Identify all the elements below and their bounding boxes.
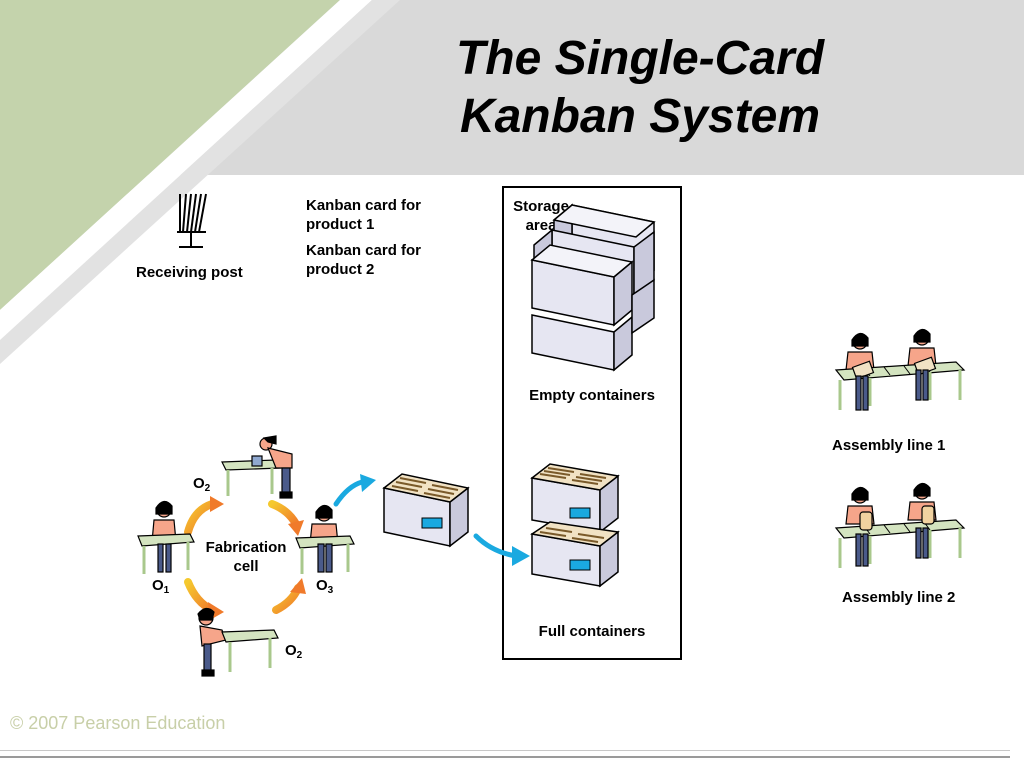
arrow-to-storage <box>473 533 519 559</box>
worker-top <box>221 435 293 499</box>
footer-rule-thick <box>0 756 1010 758</box>
receiving-post-label: Receiving post <box>136 264 243 281</box>
operator-o3: O3 <box>316 577 334 596</box>
assembly-line-2-diagram <box>834 482 966 568</box>
footer-rule-thin <box>0 750 1010 751</box>
transit-container <box>382 473 470 548</box>
kanban-card-2-label: Kanban card for product 2 <box>306 242 422 278</box>
empty-containers-stack <box>530 203 656 372</box>
operator-o1: O1 <box>152 577 170 596</box>
storage-area-box <box>502 186 682 660</box>
worker-right <box>295 504 355 574</box>
flow-arrows <box>333 474 530 566</box>
receiving-post-icon <box>177 193 207 248</box>
title-line-1: The Single-Card <box>455 32 825 85</box>
full-containers-stack <box>530 463 620 588</box>
storage-area-label: Storage area <box>513 198 569 234</box>
assembly-line-1-diagram <box>834 328 966 411</box>
operator-o2-top: O2 <box>193 475 211 494</box>
assembly-line-2-label: Assembly line 2 <box>842 589 956 606</box>
slide-title: The Single-Card Kanban System <box>430 30 850 146</box>
assembly-line-1-label: Assembly line 1 <box>832 437 946 454</box>
empty-containers-label: Empty containers <box>529 387 655 404</box>
title-line-2: Kanban System <box>459 90 821 143</box>
worker-bottom <box>197 607 279 677</box>
copyright-footer: © 2007 Pearson Education <box>10 713 226 733</box>
worker-left <box>137 500 195 574</box>
arrow-to-container <box>333 479 365 507</box>
fabrication-cell-diagram <box>137 435 355 677</box>
operator-o2-bottom: O2 <box>285 642 303 661</box>
full-containers-label: Full containers <box>538 623 646 640</box>
fabrication-cell-label: Fabrication cell <box>205 539 287 575</box>
kanban-card-1-label: Kanban card for product 1 <box>306 197 422 233</box>
